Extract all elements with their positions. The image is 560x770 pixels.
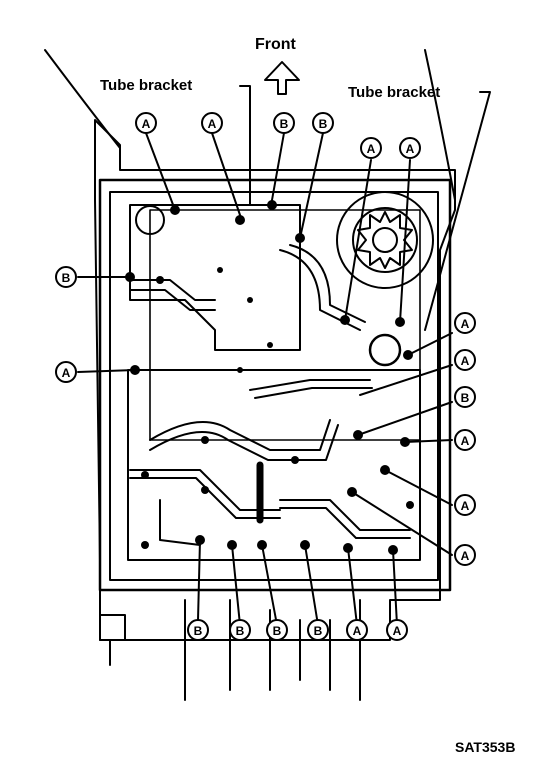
callout-circle (187, 619, 209, 641)
lower-left-block (99, 614, 126, 666)
round-part-lower-right (368, 333, 402, 367)
valve-plate-upper (129, 204, 301, 351)
callout-letter: A (353, 624, 362, 638)
callout-marker-a: A (360, 137, 382, 159)
lower-casing (184, 599, 361, 701)
callout-circle (360, 137, 382, 159)
tube-3 (249, 379, 371, 391)
callout-marker-b: B (454, 386, 476, 408)
callout-circle (454, 349, 476, 371)
callout-letter: A (461, 434, 470, 448)
callout-letter: A (461, 354, 470, 368)
callout-marker-a: A (346, 619, 368, 641)
callout-letter: B (461, 391, 470, 405)
figure-code: SAT353B (455, 739, 516, 755)
leader-tube-bracket-right (424, 91, 491, 331)
callout-letter: B (62, 271, 71, 285)
front-label: Front (255, 36, 296, 53)
callout-marker-b: B (55, 266, 77, 288)
tube-bracket-label-right: Tube bracket (348, 84, 441, 101)
gear-middle (352, 207, 418, 273)
leader-lines-right (351, 332, 453, 556)
callout-circle (399, 137, 421, 159)
callout-circle (454, 429, 476, 451)
callout-letter: A (406, 142, 415, 156)
callout-circle (454, 312, 476, 334)
callout-circle (346, 619, 368, 641)
leader-lines-top (145, 132, 411, 323)
callout-letter: B (194, 624, 203, 638)
tube-1 (129, 279, 216, 301)
callout-circle (312, 112, 334, 134)
tube-2b (289, 244, 366, 323)
callout-marker-b: B (229, 619, 251, 641)
callout-marker-a: A (55, 361, 77, 383)
tube-2 (279, 249, 361, 331)
callout-marker-a: A (135, 112, 157, 134)
tube-4 (149, 419, 331, 451)
callout-marker-b: B (266, 619, 288, 641)
callout-circle (307, 619, 329, 641)
leader-lines-bottom (197, 539, 398, 626)
callout-letter: A (461, 317, 470, 331)
callout-letter: A (62, 366, 71, 380)
valve-body-main (149, 209, 421, 441)
callout-letter: B (236, 624, 245, 638)
callout-circle (273, 112, 295, 134)
callout-circle (386, 619, 408, 641)
callout-letter: A (393, 624, 402, 638)
callout-circle (266, 619, 288, 641)
callout-circle (55, 266, 77, 288)
callout-marker-b: B (312, 112, 334, 134)
tube-1b (129, 289, 216, 311)
tube-3b (254, 387, 373, 399)
callout-letter: B (314, 624, 323, 638)
callout-letter: A (367, 142, 376, 156)
callout-circle (454, 494, 476, 516)
tube-7 (279, 499, 411, 531)
callout-marker-b: B (273, 112, 295, 134)
filter-canister (135, 205, 165, 235)
callout-letter: A (461, 499, 470, 513)
callout-circle (454, 386, 476, 408)
callout-marker-a: A (454, 429, 476, 451)
callout-letter: B (273, 624, 282, 638)
gear-teeth (357, 211, 413, 269)
housing-outline (94, 119, 456, 641)
oil-pan-inner (109, 191, 439, 581)
callout-letter: A (142, 117, 151, 131)
callout-marker-a: A (454, 494, 476, 516)
leader-lines-left (77, 276, 136, 373)
callout-circle (55, 361, 77, 383)
callout-circle (135, 112, 157, 134)
callout-letter: A (208, 117, 217, 131)
tube-bracket-label-left: Tube bracket (100, 77, 193, 94)
front-arrow (264, 61, 300, 95)
gear-center (372, 227, 398, 253)
oil-pan-flange (98, 178, 452, 592)
callout-marker-a: A (454, 544, 476, 566)
callout-letter: B (280, 117, 289, 131)
callout-marker-a: A (454, 312, 476, 334)
callout-marker-a: A (454, 349, 476, 371)
valve-plate-left-lower (127, 369, 421, 561)
leader-tube-bracket-left (239, 85, 251, 206)
housing-curve-right (424, 49, 456, 201)
callout-marker-a: A (201, 112, 223, 134)
callout-circle (229, 619, 251, 641)
tube-7b (279, 507, 411, 539)
callout-letter: B (319, 117, 328, 131)
callout-letter: A (461, 549, 470, 563)
callout-marker-b: B (307, 619, 329, 641)
tube-4b (149, 424, 339, 461)
tube-6 (159, 499, 201, 546)
callout-circle (454, 544, 476, 566)
callout-marker-a: A (386, 619, 408, 641)
gear-outer (336, 191, 434, 289)
callout-marker-a: A (399, 137, 421, 159)
callout-marker-b: B (187, 619, 209, 641)
callout-circle (201, 112, 223, 134)
